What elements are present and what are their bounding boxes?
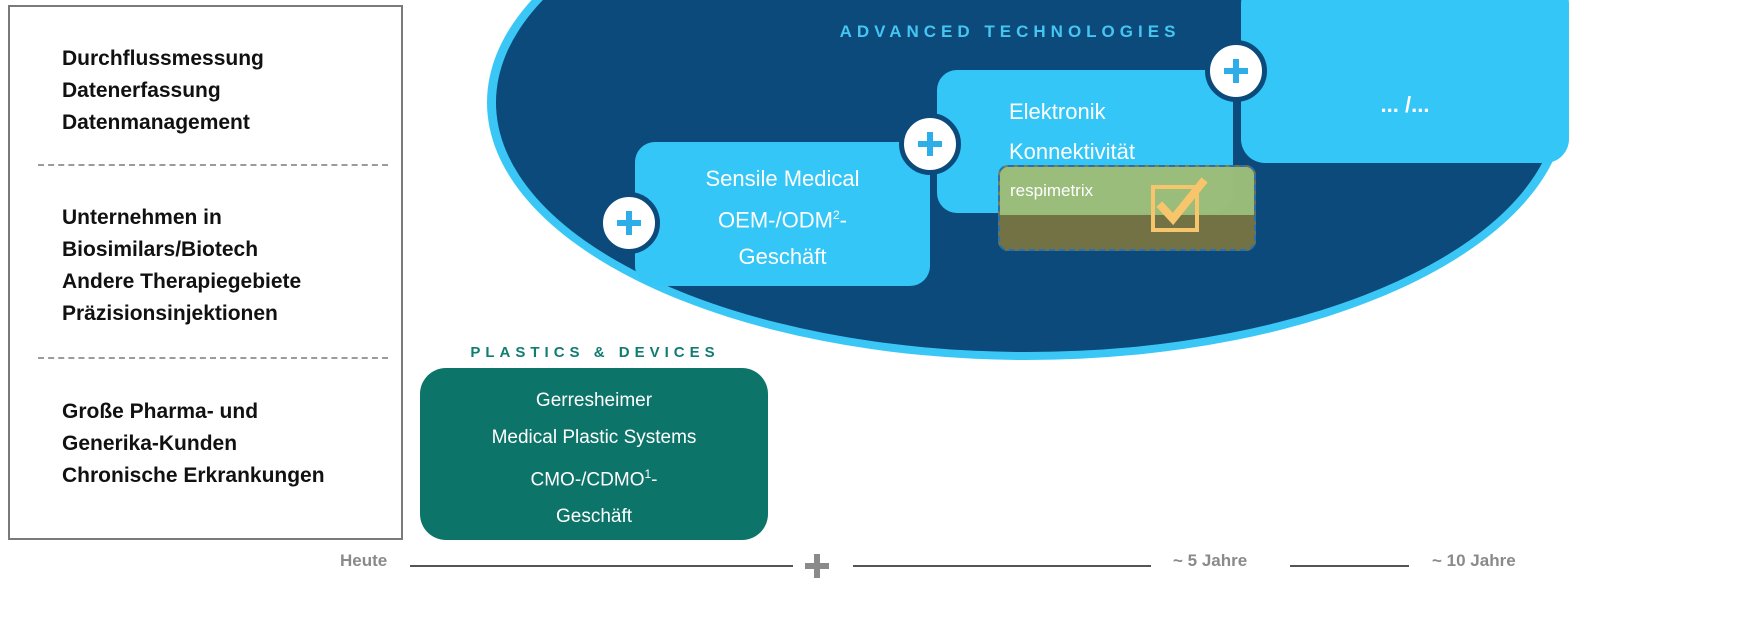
footnote-1: 1 (644, 467, 652, 481)
geschaeft-line: Geschäft (555, 506, 633, 528)
sensile-line: Sensile Medical (705, 166, 860, 191)
sensile-medical-box: Sensile Medical OEM-/ODM2- Geschäft (635, 142, 930, 286)
timeline-line (853, 565, 1151, 567)
group-digital: Durchflussmessung Datenerfassung Datenma… (62, 43, 264, 139)
plus-icon (899, 113, 961, 175)
timeline-plus-icon-vertical (814, 554, 820, 578)
konnektivitaet-line: Konnektivität (1009, 139, 1135, 164)
cdmo-text: CMO-/CDMO (530, 469, 645, 491)
footnote-2: 2 (832, 208, 840, 222)
advanced-technologies-title: ADVANCED TECHNOLOGIES (839, 22, 1181, 41)
check-icon (1151, 177, 1208, 232)
group-line: Durchflussmessung (62, 47, 264, 70)
gerresheimer-line: Gerresheimer (535, 390, 653, 411)
timeline-start-label: Heute (340, 551, 388, 570)
group-line: Datenerfassung (62, 79, 221, 102)
group-line: Unternehmen in (62, 206, 222, 229)
oem-text: OEM-/ODM (718, 207, 833, 233)
group-line: Generika-Kunden (62, 432, 238, 455)
oem-dash: - (839, 207, 847, 233)
plus-icon (598, 192, 660, 254)
divider (38, 357, 388, 359)
respimetrix-box: respimetrix (998, 165, 1256, 251)
geschaeft-line: Geschäft (738, 244, 827, 270)
timeline-end-label: ~ 10 Jahre (1432, 551, 1516, 570)
group-pharma: Große Pharma- und Generika-Kunden Chroni… (62, 396, 325, 492)
group-biotech: Unternehmen in Biosimilars/Biotech Ander… (62, 202, 301, 330)
future-box-label: ... /... (1380, 92, 1430, 117)
mps-line: Medical Plastic Systems (491, 427, 697, 448)
target-groups-panel: Durchflussmessung Datenerfassung Datenma… (8, 5, 403, 540)
timeline-line (1290, 565, 1409, 567)
future-box: ... /... (1241, 0, 1569, 163)
respimetrix-label: respimetrix (1010, 181, 1094, 200)
divider (38, 164, 388, 166)
elektronik-line: Elektronik (1009, 99, 1106, 124)
gerresheimer-box: Gerresheimer Medical Plastic Systems CMO… (420, 368, 768, 540)
respimetrix-highlight (1000, 167, 1254, 215)
group-line: Datenmanagement (62, 111, 250, 134)
group-line: Andere Therapiegebiete (62, 270, 302, 293)
timeline-line (410, 565, 793, 567)
group-line: Präzisionsinjektionen (62, 302, 278, 325)
oem-line: OEM-/ODM2- (635, 197, 930, 238)
plus-icon (1205, 40, 1267, 102)
group-line: Große Pharma- und (62, 400, 259, 423)
group-line: Chronische Erkrankungen (62, 464, 325, 487)
timeline-mid-label: ~ 5 Jahre (1173, 551, 1248, 570)
cdmo-line: CMO-/CDMO1- (420, 456, 768, 498)
cdmo-dash: - (651, 469, 658, 491)
plastics-devices-title: PLASTICS & DEVICES (470, 344, 720, 361)
group-line: Biosimilars/Biotech (62, 238, 259, 261)
